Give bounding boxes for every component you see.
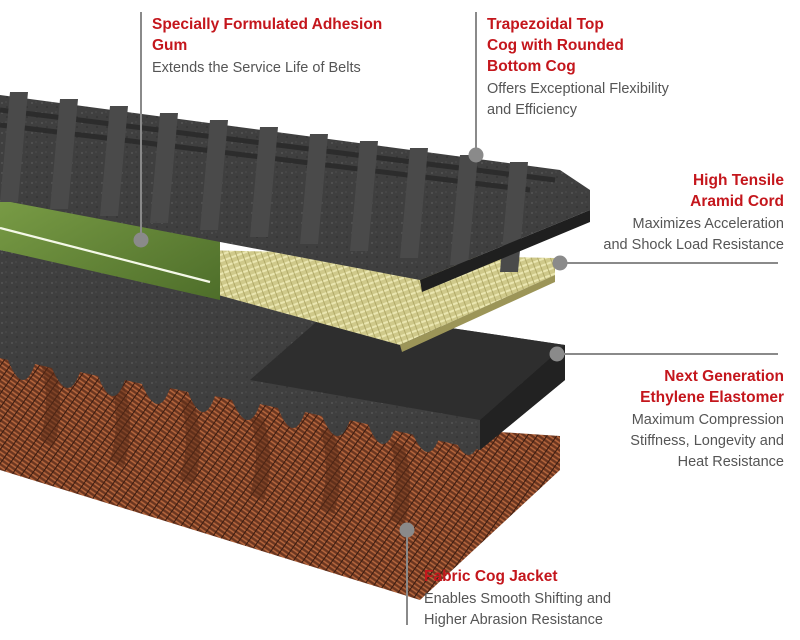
- ethylene-elastomer-layer: [0, 250, 565, 450]
- callout-aramid-cord: High Tensile Aramid Cord Maximizes Accel…: [544, 170, 784, 256]
- leader-lines: [140, 12, 778, 625]
- callout-ethylene-elastomer: Next Generation Ethylene Elastomer Maxim…: [544, 366, 784, 473]
- fabric-cog-jacket-layer: [0, 330, 560, 600]
- leader-dots: [133, 147, 568, 538]
- callout-fabric-cog-jacket: Fabric Cog Jacket Enables Smooth Shiftin…: [424, 566, 704, 631]
- callout-description: Maximizes Acceleration and Shock Load Re…: [603, 216, 784, 253]
- callout-description: Offers Exceptional Flexibility and Effic…: [487, 81, 669, 118]
- top-cog-layer: [0, 92, 590, 292]
- callout-title: Trapezoidal Top Cog with Rounded Bottom …: [487, 16, 624, 75]
- callout-title: Fabric Cog Jacket: [424, 568, 558, 585]
- callout-description: Extends the Service Life of Belts: [152, 60, 361, 76]
- callout-title: Next Generation Ethylene Elastomer: [640, 368, 784, 406]
- aramid-cord-layer: [200, 250, 555, 352]
- callout-title: Specially Formulated Adhesion Gum: [152, 16, 383, 54]
- callout-adhesion-gum: Specially Formulated Adhesion Gum Extend…: [152, 14, 442, 79]
- callout-description: Maximum Compression Stiffness, Longevity…: [630, 412, 784, 470]
- callout-title: High Tensile Aramid Cord: [690, 172, 784, 210]
- callout-trapezoidal-cog: Trapezoidal Top Cog with Rounded Bottom …: [487, 14, 767, 121]
- callout-description: Enables Smooth Shifting and Higher Abras…: [424, 591, 612, 628]
